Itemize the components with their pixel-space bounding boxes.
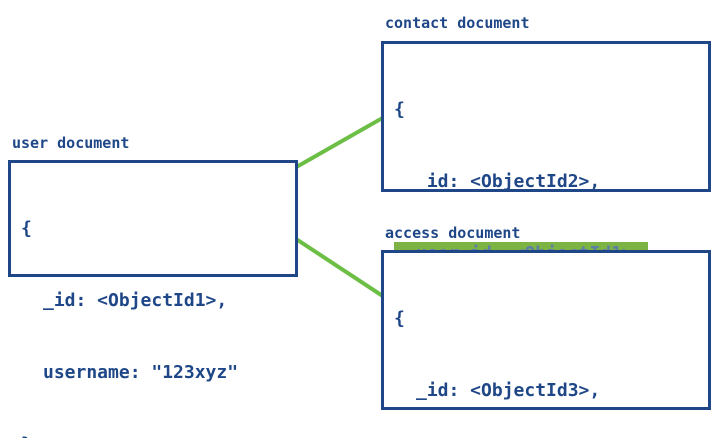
access-document-label: access document	[385, 224, 521, 242]
code-line-username: username: "123xyz"	[43, 362, 239, 383]
access-document-code: { _id: <ObjectId3>, user_id: <ObjectId1>…	[394, 259, 704, 438]
access-document-box: { _id: <ObjectId3>, user_id: <ObjectId1>…	[381, 250, 711, 410]
code-line-id: _id: <ObjectId3>,	[416, 380, 601, 401]
user-document-box: { _id: <ObjectId1>, username: "123xyz" }	[8, 160, 298, 438]
code-line: {	[21, 218, 32, 239]
code-line: }	[21, 433, 291, 438]
code-line: {	[394, 308, 405, 329]
code-line: {	[394, 99, 405, 120]
code-line-id: _id: <ObjectId1>,	[43, 290, 228, 311]
contact-document-box: { _id: <ObjectId2>, user_id: <ObjectId1>…	[381, 41, 711, 408]
user-document-label: user document	[12, 134, 130, 152]
user-document-code: { _id: <ObjectId1>, username: "123xyz" }	[21, 169, 291, 438]
contact-document-label: contact document	[385, 14, 530, 32]
code-line-id: _id: <ObjectId2>,	[416, 171, 601, 192]
